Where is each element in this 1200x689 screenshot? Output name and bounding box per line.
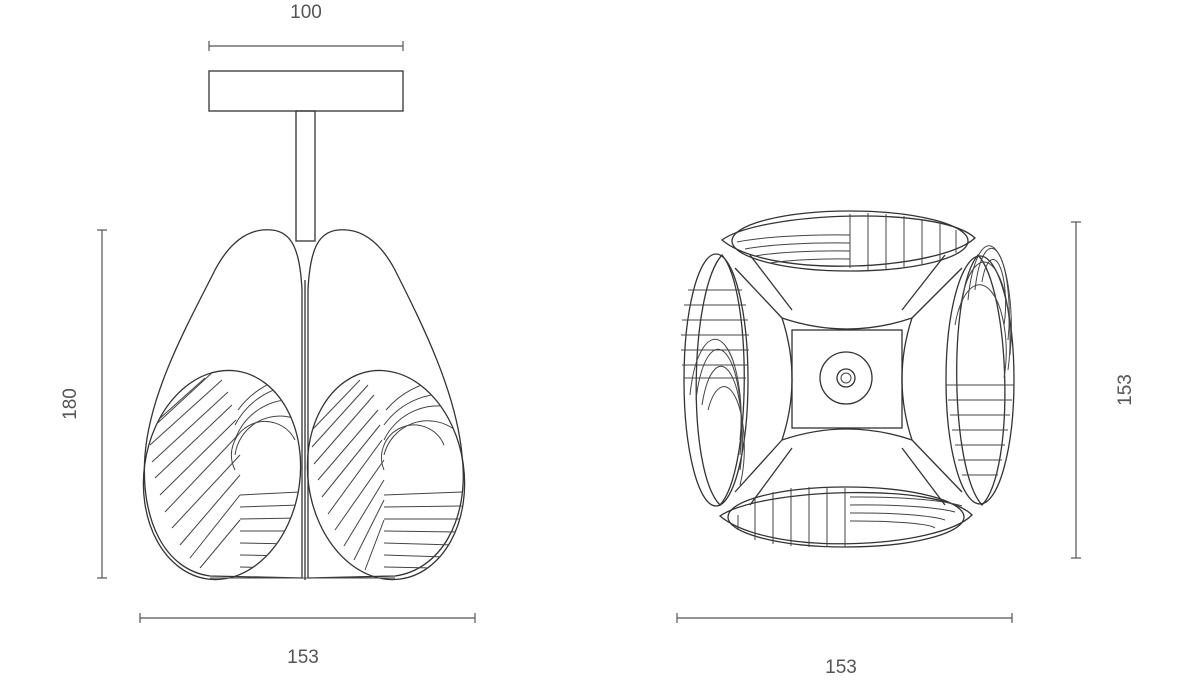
top-connectors — [734, 254, 963, 506]
top-width-dimension: 153 — [676, 613, 1013, 678]
top-center-hub — [836, 368, 856, 388]
top-shade-east — [945, 245, 1015, 506]
mount-width-label: 100 — [290, 2, 322, 23]
top-shade-west — [681, 253, 749, 507]
top-height-label: 153 — [1115, 374, 1136, 406]
ceiling-canopy — [208, 70, 404, 112]
top-center-ring — [819, 351, 873, 405]
top-center-body — [780, 316, 914, 442]
side-height-label: 180 — [60, 388, 81, 420]
side-view: 100 — [60, 2, 476, 668]
stem — [295, 110, 316, 242]
side-width-dimension: 153 — [139, 613, 476, 668]
mount-width-dimension: 100 — [208, 2, 404, 51]
top-shade-south — [718, 486, 973, 548]
side-width-label: 153 — [287, 647, 319, 668]
top-center-plate — [791, 329, 903, 429]
right-shade — [306, 229, 466, 581]
top-shade-north — [720, 210, 976, 272]
left-shade — [142, 229, 303, 581]
top-height-dimension: 153 — [1071, 221, 1136, 559]
side-height-dimension: 180 — [60, 229, 107, 579]
top-center-hole — [840, 372, 852, 384]
top-width-label: 153 — [825, 657, 857, 678]
top-view: 153 153 — [676, 210, 1136, 678]
